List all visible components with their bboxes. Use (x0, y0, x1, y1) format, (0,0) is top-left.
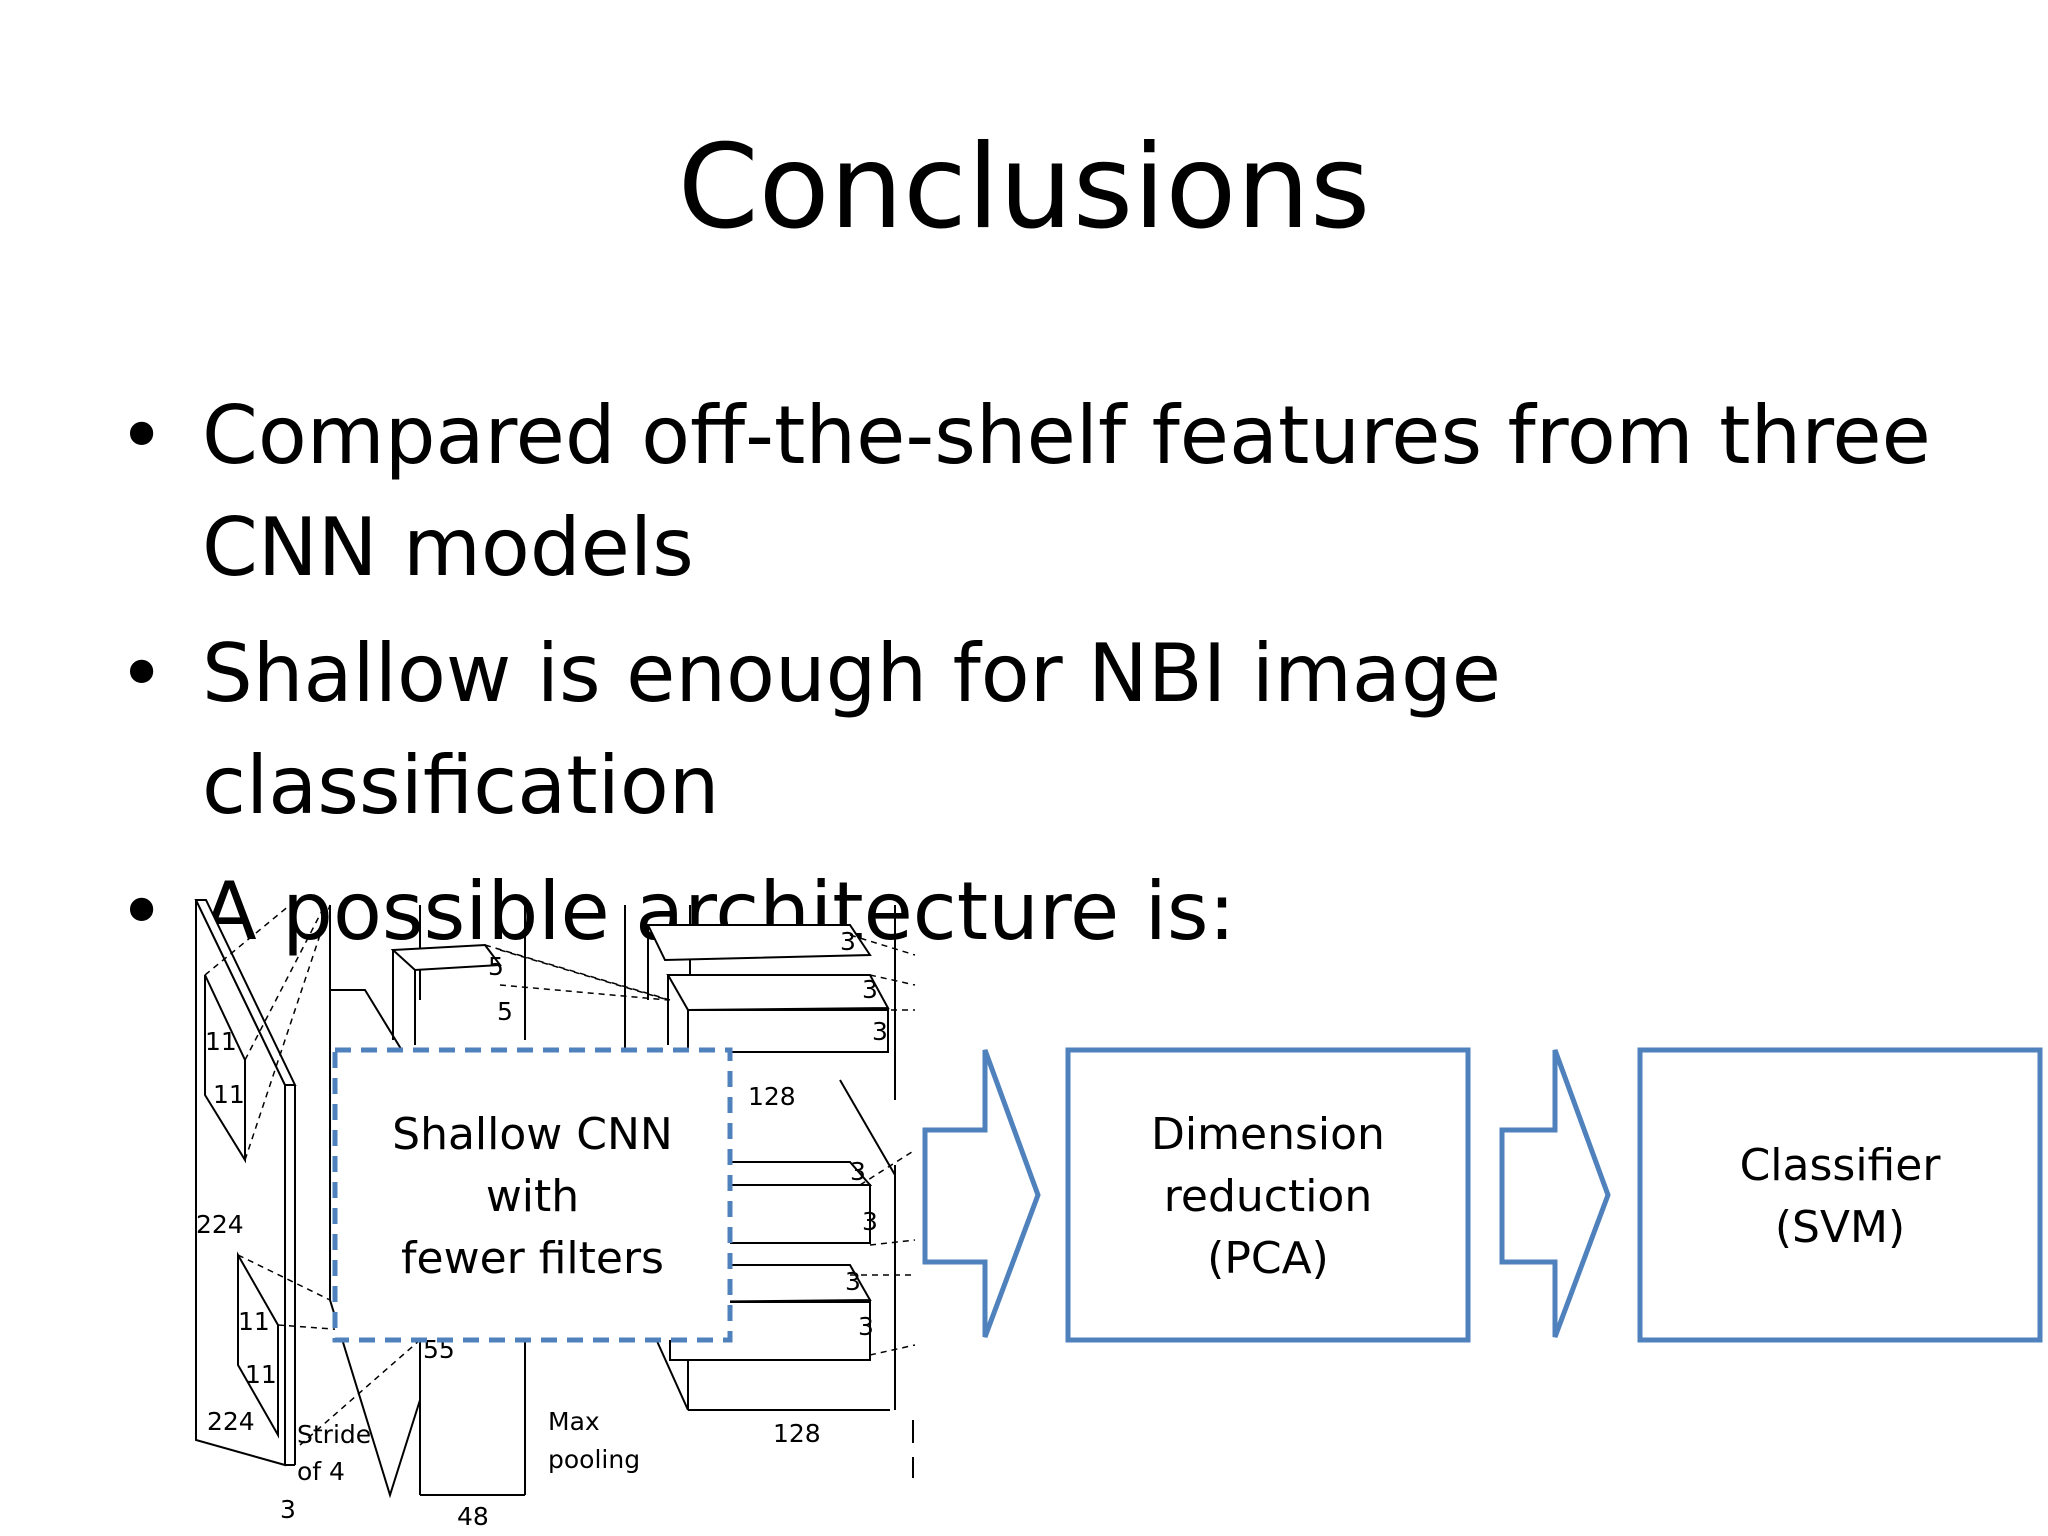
conv3-block-face (687, 1009, 889, 1053)
pca-label-line: Dimension (1151, 1109, 1385, 1160)
bullet-text: Shallow is enough for NBI image classifi… (202, 627, 1501, 832)
pooling-label: pooling (548, 1445, 640, 1474)
kernel-size-label: 3 (872, 1017, 888, 1046)
feature-size-label: 48 (457, 1502, 489, 1531)
pca-label: Dimension reduction (PCA) (1068, 1104, 1468, 1290)
arrow-right-icon (1499, 1049, 1611, 1338)
bullet-list: • Compared off-the-shelf features from t… (118, 380, 1998, 982)
input-size-label: 224 (207, 1407, 255, 1436)
kernel-size-label: 11 (213, 1080, 245, 1109)
input-size-label: 224 (196, 1210, 244, 1239)
cnn-label-line: with (485, 1171, 580, 1222)
conv5-block-face (669, 1301, 871, 1361)
bullet-text-continued: CNN models (202, 501, 694, 594)
shallow-cnn-label: Shallow CNN with fewer filters (335, 1104, 730, 1290)
input-layer-shape (195, 899, 286, 1467)
kernel-size-label: 3 (862, 1207, 878, 1236)
slide-title: Conclusions (677, 120, 1371, 255)
bullet-item: • Shallow is enough for NBI image classi… (118, 618, 1998, 842)
pca-label-line: (PCA) (1207, 1233, 1329, 1284)
bullet-item: • Compared off-the-shelf features from t… (118, 380, 1998, 604)
kernel-size-label: 3 (858, 1312, 874, 1341)
svm-label-line: Classifier (1739, 1140, 1941, 1191)
kernel-size-label: 3 (845, 1267, 861, 1296)
depth-label: 128 (748, 1082, 796, 1111)
bullet-dot-icon: • (118, 389, 166, 482)
bullet-dot-icon: • (118, 627, 166, 720)
feature-size-label: 55 (423, 1335, 455, 1364)
bullet-text: A possible architecture is: (202, 865, 1236, 958)
kernel-size-label: 11 (245, 1360, 277, 1389)
bullet-text: Compared off-the-shelf features from thr… (202, 389, 1931, 482)
kernel-shape (204, 974, 246, 1164)
stride-label: of 4 (297, 1457, 345, 1486)
cnn-label-line: fewer filters (401, 1233, 664, 1284)
channel-label: 3 (280, 1495, 296, 1524)
kernel-size-label: 3 (850, 1157, 866, 1186)
svm-label-line: (SVM) (1774, 1202, 1906, 1253)
kernel-size-label: 11 (238, 1307, 270, 1336)
kernel-shape (237, 1251, 279, 1439)
stride-label: Stride (297, 1420, 371, 1449)
kernel-size-label: 5 (497, 997, 513, 1026)
bullet-item: • A possible architecture is: (118, 856, 1998, 968)
pooling-label: Max (548, 1407, 600, 1436)
cnn-label-line: Shallow CNN (392, 1109, 673, 1160)
pca-label-line: reduction (1163, 1171, 1373, 1222)
svm-label: Classifier (SVM) (1640, 1135, 2040, 1259)
kernel-size-label: 11 (205, 1027, 237, 1056)
depth-label: 128 (773, 1419, 821, 1448)
arrow-right-icon (922, 1049, 1041, 1338)
bullet-dot-icon: • (118, 865, 166, 958)
